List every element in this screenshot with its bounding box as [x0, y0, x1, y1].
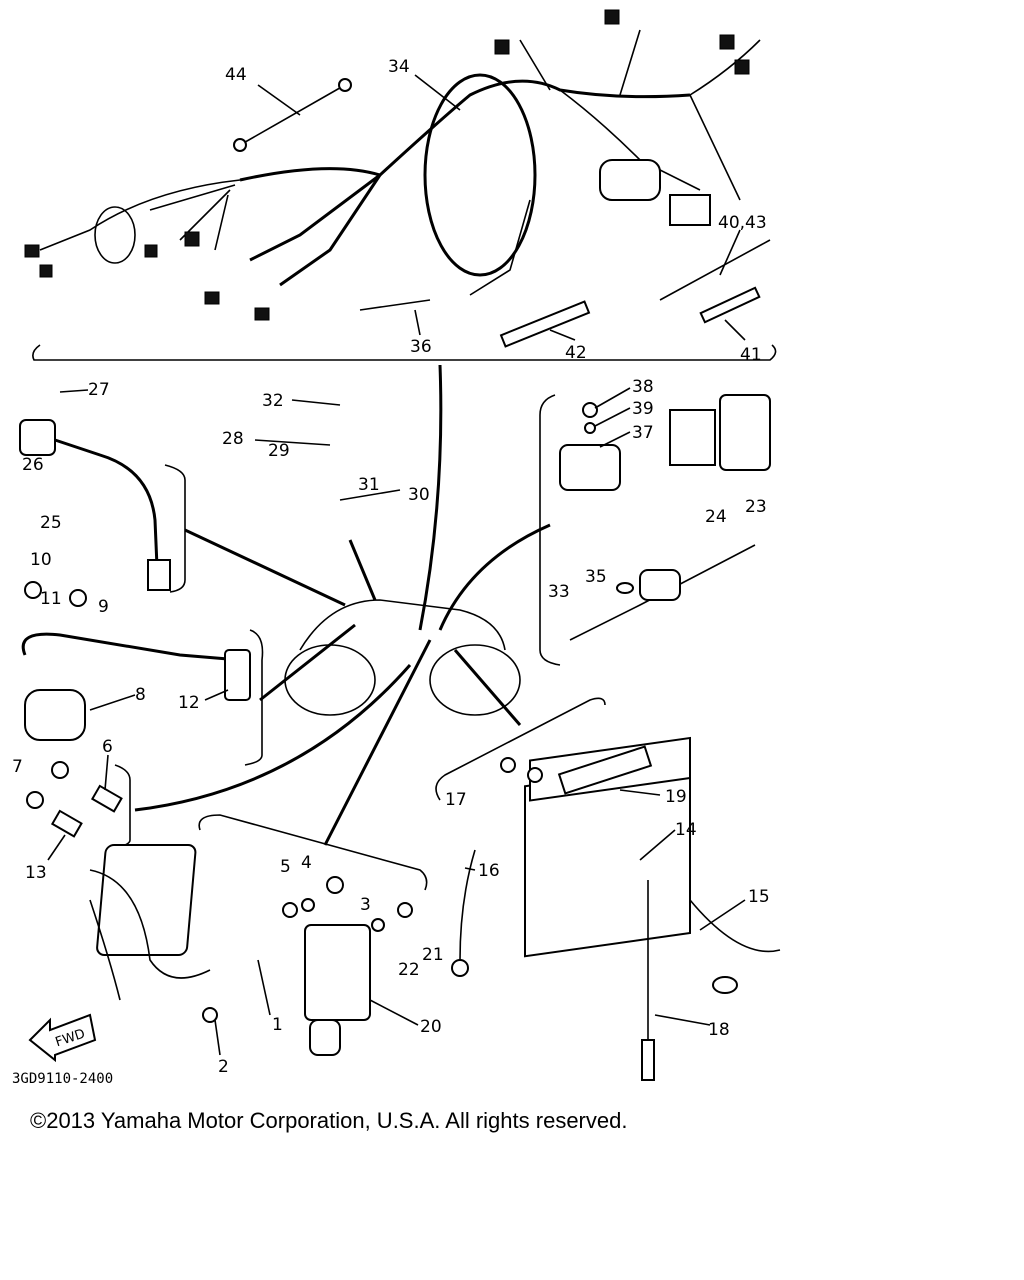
electrical-parts-diagram: 44 34 40,43 36 42 41 27 32 28 29 31 30 2… — [12, 9, 781, 1087]
callout-label: 17 — [445, 790, 467, 810]
cdi-rectifier-group — [28, 814, 428, 1063]
callout-label: 23 — [745, 497, 767, 517]
callout-label: 13 — [25, 863, 47, 883]
callout-label: 25 — [40, 513, 62, 533]
callout-label: 27 — [88, 380, 110, 400]
callout-label: 8 — [135, 685, 146, 705]
drawing-code: 3GD9110-2400 — [12, 1071, 113, 1087]
copyright-notice: ©2013 Yamaha Motor Corporation, U.S.A. A… — [30, 1108, 628, 1133]
callout-label: 12 — [178, 693, 200, 713]
wire-harness-group — [24, 9, 777, 361]
callout-label: 14 — [675, 820, 697, 840]
callout-label: 2 — [218, 1057, 229, 1077]
callout-label: 36 — [410, 337, 432, 357]
callout-label: 34 — [388, 57, 410, 77]
callout-label: 28 — [222, 429, 244, 449]
callout-label: 16 — [478, 861, 500, 881]
callout-label: 4 — [301, 853, 312, 873]
callout-label: 3 — [360, 895, 371, 915]
callout-label: 33 — [548, 582, 570, 602]
callout-label: 31 — [358, 475, 380, 495]
callout-label: 22 — [398, 960, 420, 980]
battery-group — [435, 697, 781, 1081]
callout-label: 38 — [632, 377, 654, 397]
callout-label: 1 — [272, 1015, 283, 1035]
callout-label: 40,43 — [718, 213, 767, 233]
callout-labels: 44 34 40,43 36 42 41 27 32 28 29 31 30 2… — [12, 57, 770, 1077]
callout-label: 32 — [262, 391, 284, 411]
left-components — [19, 419, 264, 849]
callout-label: 6 — [102, 737, 113, 757]
callout-label: 18 — [708, 1020, 730, 1040]
callout-label: 20 — [420, 1017, 442, 1037]
callout-label: 42 — [565, 343, 587, 363]
vehicle-silhouette — [134, 364, 551, 846]
callout-label: 9 — [98, 597, 109, 617]
callout-label: 7 — [12, 757, 23, 777]
callout-label: 39 — [632, 399, 654, 419]
callout-label: 37 — [632, 423, 654, 443]
callout-label: 44 — [225, 65, 247, 85]
callout-label: 21 — [422, 945, 444, 965]
leader-lines — [47, 74, 746, 1056]
relay-group — [539, 394, 771, 666]
callout-label: 41 — [740, 345, 762, 365]
callout-label: 15 — [748, 887, 770, 907]
callout-label: 30 — [408, 485, 430, 505]
callout-label: 26 — [22, 455, 44, 475]
callout-label: 11 — [40, 589, 62, 609]
callout-label: 10 — [30, 550, 52, 570]
callout-label: 24 — [705, 507, 727, 527]
callout-label: 5 — [280, 857, 291, 877]
callout-label: 19 — [665, 787, 687, 807]
callout-label: 29 — [268, 441, 290, 461]
callout-label: 35 — [585, 567, 607, 587]
